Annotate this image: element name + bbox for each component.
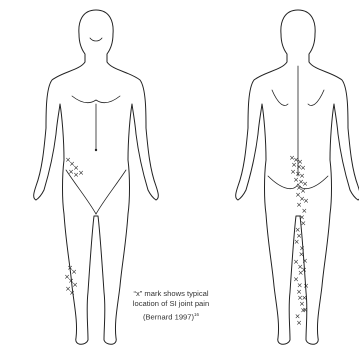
back-pain-mark: × [302, 306, 308, 314]
citation-superscript: 16 [194, 312, 199, 317]
caption-line-2: location of SI joint pain [112, 299, 230, 309]
back-pain-mark: × [301, 266, 307, 274]
back-pain-mark: × [303, 197, 309, 205]
caption: “x” mark shows typical location of SI jo… [112, 289, 230, 323]
caption-line-1: “x” mark shows typical [112, 289, 230, 299]
back-pain-mark: × [296, 319, 302, 327]
front-pain-mark: × [69, 289, 75, 297]
front-pain-mark: × [71, 268, 77, 276]
back-pain-mark: × [303, 282, 309, 290]
front-pain-mark: × [72, 281, 78, 289]
back-pain-mark: × [300, 164, 306, 172]
front-navel [95, 149, 97, 151]
back-pain-mark: × [300, 220, 306, 228]
back-pain-mark: × [297, 294, 303, 302]
caption-citation: (Bernard 1997) [143, 312, 194, 321]
front-pain-mark: × [78, 169, 84, 177]
caption-line-3: (Bernard 1997)16 [112, 310, 230, 323]
back-pain-mark: × [293, 258, 299, 266]
back-pain-mark: × [300, 187, 306, 195]
